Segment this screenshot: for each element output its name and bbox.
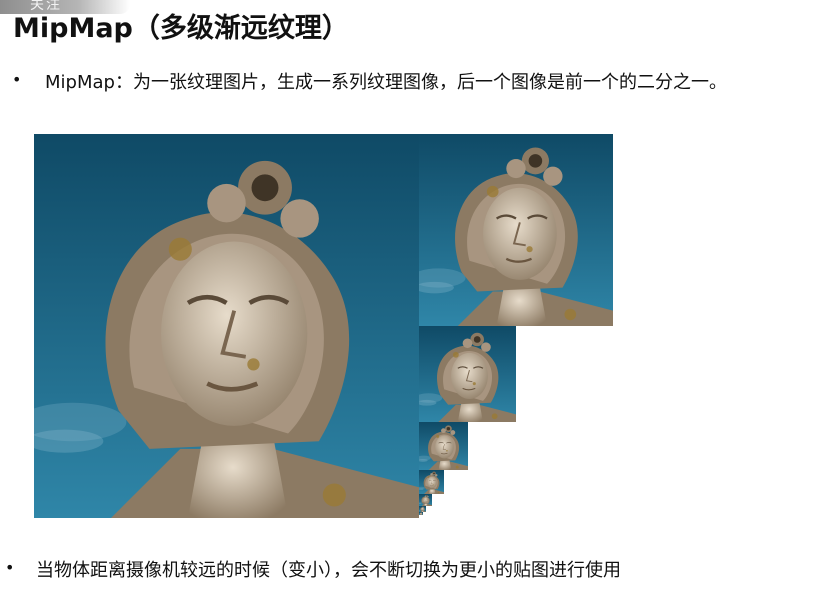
mipmap-level-5-image bbox=[419, 494, 432, 506]
statue-photo bbox=[419, 422, 468, 470]
bullet-marker: • bbox=[12, 70, 22, 89]
statue-photo bbox=[419, 512, 423, 515]
bullet-text: MipMap：为一张纹理图片，生成一系列纹理图像，后一个图像是前一个的二分之一。 bbox=[45, 72, 727, 93]
mipmap-level-0-image bbox=[34, 134, 419, 518]
mipmap-level-4-image bbox=[419, 470, 444, 494]
follow-badge[interactable]: 关注 bbox=[0, 0, 130, 14]
statue-photo bbox=[419, 506, 426, 512]
statue-photo bbox=[419, 494, 432, 506]
follow-badge-label: 关注 bbox=[30, 0, 62, 13]
mipmap-level-1-image bbox=[419, 134, 613, 326]
mipmap-level-6-image bbox=[419, 506, 426, 512]
slide-title: MipMap（多级渐远纹理） bbox=[13, 13, 349, 44]
statue-photo bbox=[419, 470, 444, 494]
mipmap-level-7-image bbox=[419, 512, 423, 515]
mipmap-level-2-image bbox=[419, 326, 516, 422]
bullet-marker: • bbox=[5, 558, 15, 577]
mipmap-level-3-image bbox=[419, 422, 468, 470]
statue-photo bbox=[419, 326, 516, 422]
bullet-text: 当物体距离摄像机较远的时候（变小），会不断切换为更小的贴图进行使用 bbox=[36, 560, 621, 581]
statue-photo bbox=[34, 134, 419, 518]
statue-photo bbox=[419, 134, 613, 326]
